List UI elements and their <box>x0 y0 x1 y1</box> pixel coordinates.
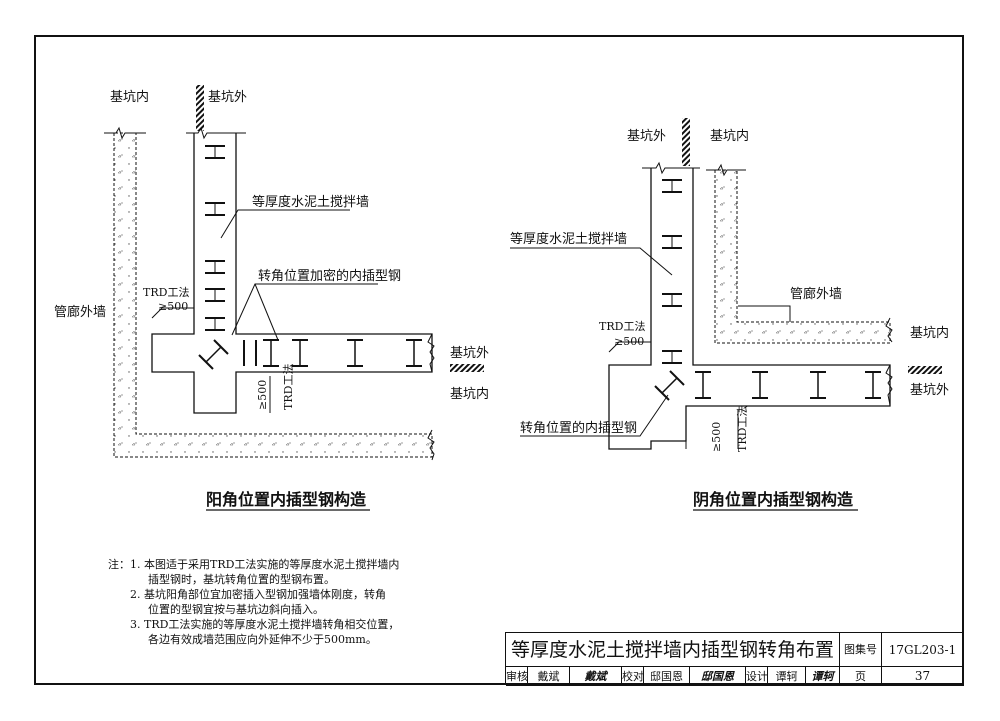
left-vertical-wall <box>151 85 435 414</box>
left-label-pit-inside-top: 基坑内 <box>110 89 149 105</box>
left-caption: 阳角位置内插型钢构造 <box>206 490 367 509</box>
left-h-steels <box>198 145 422 370</box>
h-steel <box>662 350 682 364</box>
review-name: 戴斌 <box>528 667 570 686</box>
h-steel <box>263 339 279 367</box>
right-label-500: ≥500 <box>614 335 644 348</box>
right-label-pit-outside-top: 基坑外 <box>627 129 666 144</box>
right-gallery-wall <box>706 163 893 344</box>
right-leaders <box>510 247 791 449</box>
title-block: 等厚度水泥土搅拌墙内插型钢转角布置 图集号 17GL203-1 审核 戴斌 戴斌… <box>505 632 964 686</box>
h-steel <box>865 371 881 399</box>
h-steel <box>205 260 225 274</box>
note-3: 3. TRD工法实施的等厚度水泥土搅拌墙转角相交位置， <box>130 618 400 631</box>
notes: 注：1. 本图适于采用TRD工法实施的等厚度水泥土搅拌墙内 插型钢时，基坑转角位… <box>108 557 438 647</box>
right-ground-hatch <box>908 366 942 374</box>
right-label-pit-inside-right: 基坑内 <box>910 325 949 341</box>
right-figure: 基坑外 基坑内 等厚度水泥土搅拌墙 管廊外墙 基坑内 基坑外 TRD工法 ≥50… <box>510 118 949 511</box>
right-wall <box>608 118 893 450</box>
left-label-trd-v: TRD工法 <box>281 364 295 410</box>
left-label-gallery: 管廊外墙 <box>54 304 106 320</box>
design-name: 谭轲 <box>768 667 806 686</box>
check-name: 邸国恩 <box>644 667 690 686</box>
right-label-500-v: ≥500 <box>710 422 723 452</box>
left-label-trd: TRD工法 <box>143 285 189 299</box>
h-steel <box>662 179 682 193</box>
drawing-title: 等厚度水泥土搅拌墙内插型钢转角布置 <box>506 633 840 667</box>
check-label: 校对 <box>622 667 644 686</box>
note-2b: 位置的型钢宜按与基坑边斜向插入。 <box>148 603 324 616</box>
h-steel <box>205 202 225 216</box>
atlas-label: 图集号 <box>840 633 882 667</box>
left-leaders <box>151 209 378 413</box>
left-label-500: ≥500 <box>158 300 188 313</box>
review-signature: 戴斌 <box>570 667 622 686</box>
right-caption: 阴角位置内插型钢构造 <box>693 490 854 509</box>
left-label-pit-outside-right: 基坑外 <box>450 346 489 361</box>
right-label-wall: 等厚度水泥土搅拌墙 <box>510 231 627 247</box>
left-label-pit-inside-right: 基坑内 <box>450 386 489 402</box>
h-steel <box>810 371 826 399</box>
left-label-steel: 转角位置加密的内插型钢 <box>258 268 401 284</box>
note-1b: 插型钢时，基坑转角位置的型钢布置。 <box>148 573 335 586</box>
design-label: 设计 <box>746 667 768 686</box>
h-steel <box>406 339 422 367</box>
left-label-500-v: ≥500 <box>256 380 269 410</box>
page-label: 页 <box>840 667 882 686</box>
left-ground-hatch <box>450 364 484 372</box>
h-steel <box>292 339 308 367</box>
drawing-frame <box>34 35 964 685</box>
h-steel <box>695 371 711 399</box>
h-steel <box>662 293 682 307</box>
h-steel <box>662 235 682 249</box>
right-label-pit-outside-right: 基坑外 <box>910 383 949 398</box>
right-label-gallery: 管廊外墙 <box>790 286 842 302</box>
h-steel <box>347 339 363 367</box>
h-steel <box>205 145 225 159</box>
left-gallery-wall <box>104 126 435 461</box>
right-label-steel: 转角位置的内插型钢 <box>520 420 637 436</box>
h-steel-diagonal <box>654 370 685 401</box>
right-h-steels <box>654 179 881 401</box>
page-number: 37 <box>882 667 964 686</box>
note-1: 注：1. 本图适于采用TRD工法实施的等厚度水泥土搅拌墙内 <box>108 558 400 571</box>
atlas-number: 17GL203-1 <box>882 633 964 667</box>
left-figure: 基坑内 基坑外 等厚度水泥土搅拌墙 转角位置加密的内插型钢 TRD工法 ≥500… <box>54 85 489 511</box>
note-3b: 各边有效成墙范围应向外延伸不少于500mm。 <box>148 633 377 646</box>
check-signature: 邸国恩 <box>690 667 746 686</box>
design-signature: 谭轲 <box>806 667 840 686</box>
left-label-pit-outside-top: 基坑外 <box>208 90 247 105</box>
h-steel <box>205 317 225 331</box>
note-2: 2. 基坑阳角部位宜加密插入型钢加强墙体刚度，转角 <box>130 588 386 601</box>
h-steel <box>243 340 257 366</box>
h-steel <box>752 371 768 399</box>
right-label-pit-inside-top: 基坑内 <box>710 128 749 144</box>
h-steel-diagonal <box>198 339 229 370</box>
right-label-trd: TRD工法 <box>599 319 645 333</box>
h-steel <box>205 288 225 302</box>
left-label-wall: 等厚度水泥土搅拌墙 <box>252 194 369 210</box>
right-label-trd-v: TRD工法 <box>735 406 749 452</box>
review-label: 审核 <box>506 667 528 686</box>
